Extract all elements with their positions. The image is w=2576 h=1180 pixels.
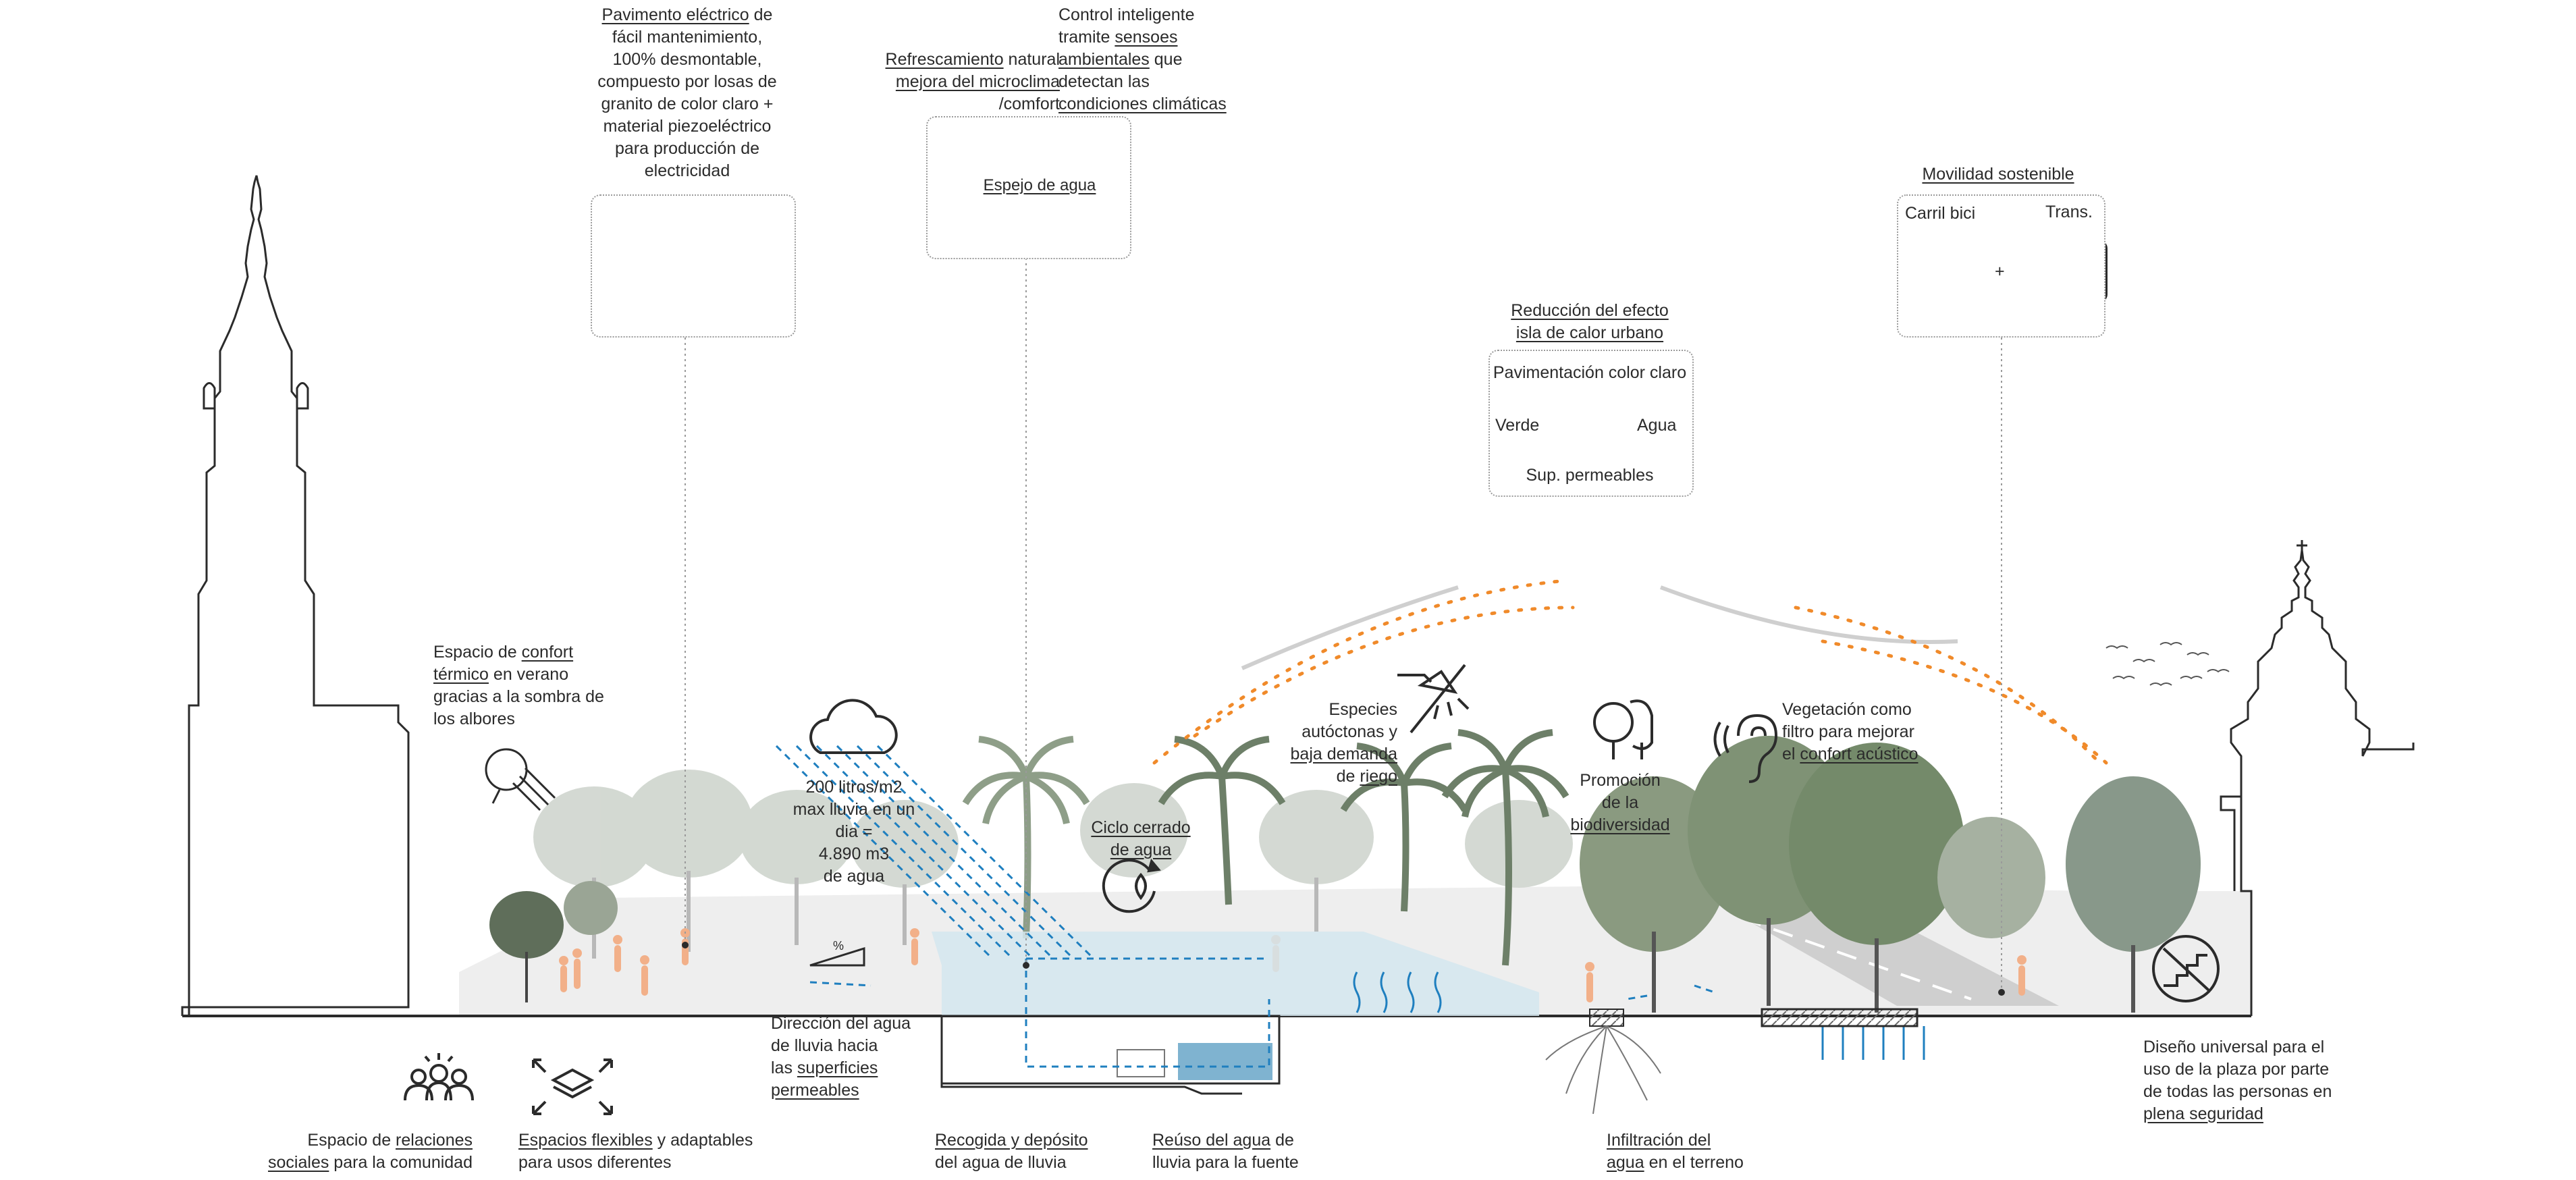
shade-tree-icon [485,748,556,811]
social-space-label: Espacio de relaciones sociales para la c… [268,1131,473,1172]
transit-label: Trans. [2045,203,2093,221]
planter-bed [1589,1008,1918,1027]
water-tank [940,1015,1281,1095]
water-mirror-label: Espejo de agua [983,176,1096,194]
flexible-space-label: Espacios flexibles y adaptables para uso… [518,1131,753,1172]
water-cycle-label: Ciclo cerrado de agua [1091,818,1191,859]
heat-island-box [1488,350,1694,497]
leader-dots [682,942,2005,996]
slope-icon [809,946,865,967]
smart-control-label: Control inteligente tramite sensoes ambi… [1058,5,1227,113]
native-species-label: Especies autóctonas y baja demanda de ri… [1290,700,1397,786]
water-flow-lines [775,745,1715,1068]
leader-lines [685,258,2002,992]
infiltration-arrows [1821,1026,1925,1060]
left-monument-silhouette [181,175,410,1016]
thermal-comfort-label: Espacio de confort térmico en verano gra… [433,643,604,728]
community-icon [404,1053,474,1101]
acoustic-vegetation-label: Vegetación como filtro para mejorar el c… [1782,700,1918,763]
palm-trees [962,729,1569,966]
water-reuse-label: Reúso del agua de lluvia para la fuente [1152,1131,1299,1172]
fountain-waves [1353,971,1442,1013]
biodiversity-label: Promoción de la biodiversidad [1570,771,1670,834]
water-mirror-pool [932,932,1539,1016]
birds-decoration [2105,642,2230,687]
cycle-water-icon [1102,858,1161,913]
heat-island-right: Agua [1637,416,1677,435]
trees-icon [1593,699,1653,759]
stairs-off-icon [2152,935,2220,1002]
slope-percent: % [832,939,844,953]
foreground-trees [489,736,2201,1013]
rain-collection-label: Recogida y depósito del agua de lluvia [935,1131,1088,1172]
mobility-title: Movilidad sostenible [1922,165,2074,184]
heat-island-left: Verde [1495,416,1540,435]
infiltration-label: Infiltración del agua en el terreno [1607,1131,1744,1172]
flexible-space-icon [532,1058,613,1115]
plus-sign: + [1995,262,2005,281]
background-trees [533,770,1573,888]
cooling-label: Refrescamiento natural mejora del microc… [885,50,1060,113]
energy-box [591,194,796,338]
cloud-icon [809,699,898,754]
universal-design-label: Diseño universal para el uso de la plaza… [2143,1038,2332,1123]
rain-direction-label: Dirección del agua de lluvia hacia las s… [771,1014,911,1100]
shower-off-icon [1397,664,1470,734]
bike-lane-label: Carril bici [1905,204,1976,223]
paving-label: Pavimento eléctrico de fácil mantenimien… [597,5,777,180]
heat-island-bottom: Sup. permeables [1526,466,1654,485]
ear-icon [1713,714,1778,783]
air-flow-arcs [1241,585,1958,670]
cooling-dotted-arcs [1152,579,2108,765]
tree-roots [1545,1025,1661,1115]
mirror-box [926,116,1131,259]
right-monument-silhouette [2220,540,2415,1016]
heat-island-title: Reducción del efecto isla de calor urban… [1511,301,1669,342]
heat-island-top: Pavimentación color claro [1493,363,1687,382]
rainfall-label: 200 litros/m2 max lluvia en un dia = 4.8… [793,778,915,886]
mobility-box [1897,194,2105,338]
